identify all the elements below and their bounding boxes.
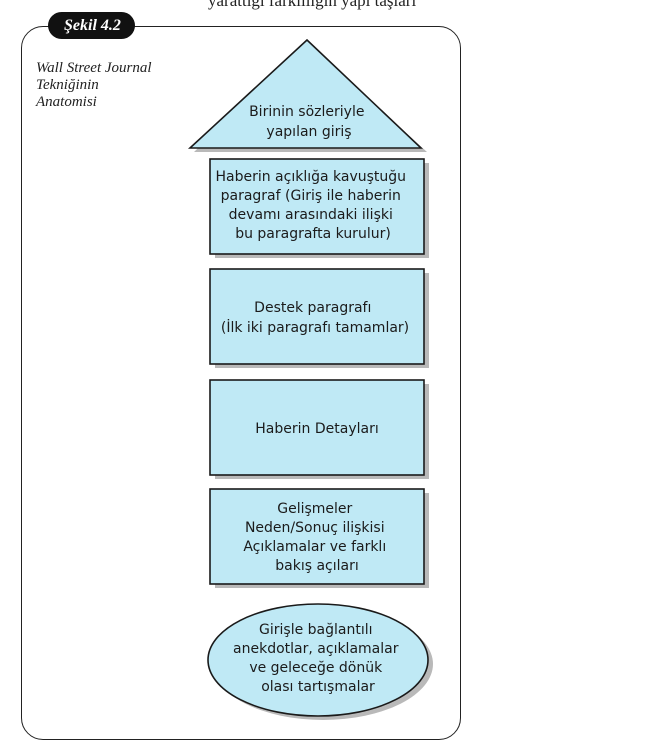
details-line: Haberin Detayları	[255, 421, 378, 437]
top-cutoff-text: yarattığı farklılığın yapı taşları	[208, 0, 417, 10]
closing-ellipse	[207, 603, 429, 717]
clarity-paragraph-box	[209, 158, 425, 255]
support-paragraph-line: (İlk iki paragrafı tamamlar)	[221, 318, 409, 336]
closing-ellipse-line: ve geleceğe dönük	[249, 660, 383, 676]
support-paragraph-box	[209, 268, 425, 365]
clarity-paragraph-line: devamı arasındaki ilişki	[229, 207, 393, 223]
developments-line: Neden/Sonuç ilişkisi	[245, 520, 385, 536]
developments-text: Gelişmeler Neden/Sonuç ilişkisi Açıklama…	[243, 501, 390, 574]
clarity-paragraph-line: Haberin açıklığa kavuştuğu	[215, 169, 406, 185]
figure-caption-line: Anatomisi	[36, 94, 97, 110]
intro-triangle	[187, 38, 424, 149]
developments-line: Açıklamalar ve farklı	[243, 539, 386, 555]
developments-line: bakış açıları	[275, 558, 359, 574]
support-paragraph-text: Destek paragrafı (İlk iki paragrafı tama…	[221, 300, 409, 336]
details-box-group: Haberin Detayları	[209, 379, 429, 479]
developments-box-group: Gelişmeler Neden/Sonuç ilişkisi Açıklama…	[209, 488, 429, 588]
intro-triangle-group: Birinin sözleriyle yapılan giriş	[187, 38, 427, 152]
details-box	[209, 379, 425, 476]
support-paragraph-line: Destek paragrafı	[254, 300, 371, 316]
intro-triangle-line: Birinin sözleriyle	[249, 104, 364, 120]
closing-ellipse-line: olası tartışmalar	[261, 679, 375, 695]
clarity-paragraph-box-group: Haberin açıklığa kavuştuğu paragraf (Gir…	[209, 158, 429, 258]
intro-triangle-line: yapılan giriş	[266, 124, 351, 140]
closing-ellipse-group: Girişle bağlantılı anekdotlar, açıklamal…	[207, 603, 433, 720]
clarity-paragraph-line: paragraf (Giriş ile haberin	[221, 188, 401, 204]
clarity-paragraph-line: bu paragrafta kurulur)	[235, 226, 391, 242]
figure-caption-line: Tekniğinin	[36, 77, 99, 93]
figure-caption-line: Wall Street Journal	[36, 60, 152, 76]
intro-triangle-text: Birinin sözleriyle yapılan giriş	[249, 104, 369, 140]
closing-ellipse-text: Girişle bağlantılı anekdotlar, açıklamal…	[233, 622, 403, 695]
developments-box	[209, 488, 425, 585]
closing-ellipse-line: anekdotlar, açıklamalar	[233, 641, 399, 657]
developments-line: Gelişmeler	[277, 501, 352, 517]
figure-caption: Wall Street Journal Tekniğinin Anatomisi	[36, 60, 206, 111]
details-text: Haberin Detayları	[255, 421, 378, 437]
closing-ellipse-line: Girişle bağlantılı	[259, 622, 372, 638]
clarity-paragraph-text: Haberin açıklığa kavuştuğu paragraf (Gir…	[215, 169, 410, 242]
figure-frame	[21, 26, 461, 740]
figure-tag: Şekil 4.2	[48, 12, 135, 39]
support-paragraph-box-group: Destek paragrafı (İlk iki paragrafı tama…	[209, 268, 429, 368]
